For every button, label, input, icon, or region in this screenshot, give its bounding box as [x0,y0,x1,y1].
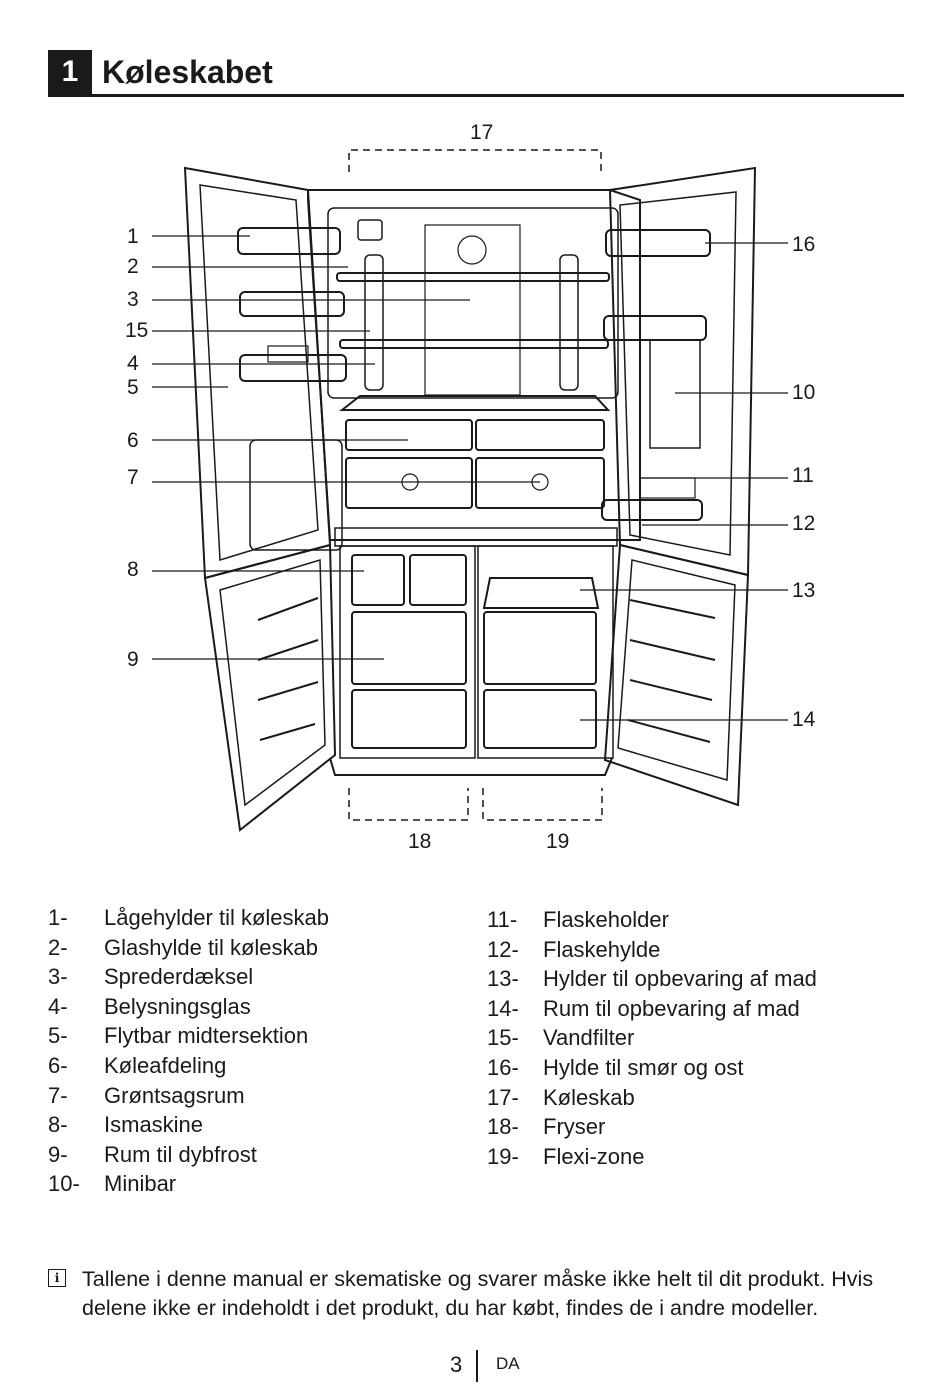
callout-13: 13 [792,579,815,602]
legend-item: 6-Køleafdeling [48,1052,227,1078]
footer-divider [476,1350,478,1382]
legend-item: 3-Sprederdæksel [48,964,254,990]
legend-item: 12-Flaskehylde [487,936,661,962]
callout-5: 5 [127,376,139,399]
bracket-17 [348,149,602,172]
legend-item: 16-Hylde til smør og ost [487,1054,744,1080]
legend-item: 10-Minibar [48,1171,177,1197]
note-text: Tallene i denne manual er skematiske og … [82,1267,874,1320]
legend-item: 1-Lågehylder til køleskab [48,905,330,930]
legend-item: 7-Grøntsagsrum [48,1082,245,1108]
legend-right: 11-Flaskeholder 12-Flaskehylde 13-Hylder… [487,905,817,1171]
legend-item: 13-Hylder til opbevaring af mad [487,966,817,992]
callout-1: 1 [127,225,139,248]
callout-18: 18 [408,830,431,853]
legend-item: 18-Fryser [487,1114,606,1140]
section-title: Køleskabet [102,54,273,90]
callout-11: 11 [792,464,814,487]
callout-16: 16 [792,233,815,256]
callout-17: 17 [470,121,493,144]
bracket-18 [348,788,469,821]
fridge-cabinet-outline [307,189,641,541]
callout-9: 9 [127,648,139,671]
legend-item: 19-Flexi-zone [487,1143,645,1169]
callout-19: 19 [546,830,569,853]
right-freezer-door [603,543,750,807]
fridge-diagram: 17 1 2 3 15 4 5 6 7 8 9 16 10 11 12 13 1… [125,121,816,853]
section-header: 1 Køleskabet [48,50,904,97]
callout-15: 15 [125,319,148,342]
legend-item: 15-Vandfilter [487,1025,635,1051]
note-block: i Tallene i denne manual er skematiske o… [48,1265,908,1323]
section-number: 1 [48,50,92,94]
bracket-19 [482,788,603,821]
legend-item: 14-Rum til opbevaring af mad [487,995,800,1021]
page-footer: 3 DA [0,1350,950,1382]
freezer-compartment [339,545,476,759]
callout-12: 12 [792,512,815,535]
callout-7: 7 [127,466,139,489]
legend-item: 2-Glashylde til køleskab [48,934,318,960]
left-freezer-door [203,543,337,832]
callout-8: 8 [127,558,139,581]
callout-6: 6 [127,429,139,452]
legend-item: 5-Flytbar midtersektion [48,1023,309,1049]
callout-4: 4 [127,352,139,375]
page-number: 3 [450,1352,463,1377]
language-code: DA [496,1354,520,1373]
legend-item: 8-Ismaskine [48,1112,204,1138]
legend-left: 1-Lågehylder til køleskab 2-Glashylde ti… [48,903,329,1199]
callout-2: 2 [127,255,139,278]
legend-item: 11-Flaskeholder [487,907,669,932]
info-icon: i [48,1269,66,1287]
callout-14: 14 [792,708,816,731]
flexi-zone-compartment [477,545,614,759]
legend-item: 9-Rum til dybfrost [48,1141,257,1167]
legend-item: 17-Køleskab [487,1084,635,1110]
callout-10: 10 [792,381,815,404]
callout-3: 3 [127,288,139,311]
legend-item: 4-Belysningsglas [48,993,251,1019]
